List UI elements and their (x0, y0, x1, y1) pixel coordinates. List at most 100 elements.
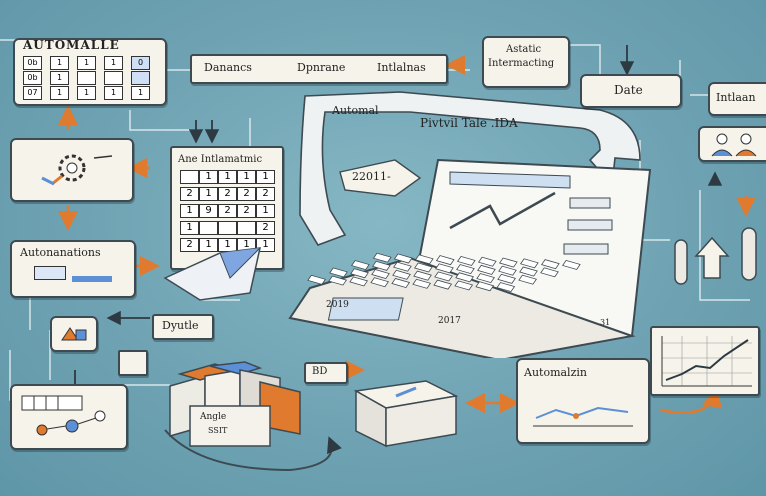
automalle-title: AUTOMALLE (23, 38, 120, 52)
automations-bar (72, 276, 112, 282)
gear-icon (41, 154, 113, 186)
up-arrow-block (694, 236, 730, 279)
automalzin-chart (533, 406, 633, 427)
keyboard-key (393, 261, 412, 272)
keyboard-key (412, 278, 432, 289)
keyboard-key (392, 269, 411, 280)
automal-label: Automal (332, 104, 379, 117)
intlaan-label: Intlaan (716, 91, 756, 104)
keyboard-key (329, 267, 348, 278)
number-31-label: 31 (600, 318, 611, 327)
cylinder-chart (169, 361, 301, 447)
calendar-cell: 0b (23, 71, 42, 85)
calendar-cell (104, 71, 123, 85)
angle-label: Angle (200, 412, 227, 422)
label-strip: Danancs Dpnrane Intlalnas (190, 54, 448, 84)
keyboard-key (456, 264, 475, 275)
bd-tag: BD (304, 362, 348, 384)
year-2019-label: 2019 (326, 300, 349, 310)
keyboard-key (372, 260, 391, 271)
people-icon (711, 133, 757, 157)
calendar-cell: 0b (23, 56, 42, 70)
intlaan-card: Intlaan (708, 82, 766, 116)
keyboard-key (372, 252, 392, 263)
keyboard-key (434, 271, 453, 282)
calendar-cell: 0 (131, 56, 150, 70)
calendar-cell: 1 (131, 86, 150, 100)
gear-card (10, 138, 134, 202)
automations-title: Autonanations (20, 246, 101, 259)
grid-cell: 2 (237, 204, 256, 218)
pivot-title: Pivtvil Tale .IDA (420, 116, 518, 130)
trend-chart (661, 336, 752, 387)
document-icon (118, 350, 148, 376)
automalzin-title: Automalzin (524, 366, 587, 379)
keyboard-key (518, 274, 537, 285)
keyboard-key (456, 255, 476, 266)
keyboard-key (349, 276, 369, 287)
calendar-cell (77, 71, 96, 85)
keyboard-key (496, 282, 516, 293)
date-label: Date (614, 83, 643, 97)
grid-cell: 1 (218, 170, 237, 184)
grid-cell: 1 (199, 187, 218, 201)
grid-cell (180, 170, 199, 184)
bd-label: BD (312, 366, 328, 377)
grid-cell: 2 (180, 187, 199, 201)
intlalnas-label: Intlalnas (377, 61, 426, 74)
keyboard-key (455, 272, 474, 283)
mini-icon (61, 327, 87, 341)
grid-cell: 2 (180, 238, 199, 252)
keyboard-key (371, 269, 390, 279)
trend-chart-card (650, 326, 760, 396)
keyboard-key (393, 253, 413, 264)
grid-cell: 1 (180, 221, 199, 235)
people-card (698, 126, 766, 162)
keyboard-key (475, 281, 495, 292)
intermacting-label: Intermacting (488, 58, 555, 69)
calendar-cell (131, 71, 150, 85)
astatic-label: Astatic (506, 44, 542, 55)
keyboard-key (351, 260, 370, 271)
keyboard-key (350, 268, 369, 279)
automations-field (34, 266, 66, 280)
grid-cell: 1 (199, 238, 218, 252)
keyboard-key (435, 263, 454, 274)
keyboard-key (413, 270, 432, 281)
astatic-card: Astatic Intermacting (482, 36, 570, 88)
folded-paper (163, 247, 261, 301)
grid-cell: 1 (256, 204, 275, 218)
dyutle-label: Dyutle (162, 319, 199, 332)
keyboard-key (454, 280, 474, 291)
keyboard-key (414, 262, 433, 273)
grid-cell: 9 (199, 204, 218, 218)
keyboard-key (307, 274, 326, 285)
mini-icon-card (50, 316, 98, 352)
grid-cell: 2 (218, 204, 237, 218)
grid-cell: 2 (256, 221, 275, 235)
keyboard-key (498, 257, 518, 268)
keyboard-key (414, 254, 434, 265)
date-card: Date (580, 74, 682, 108)
keyboard-key (562, 259, 581, 270)
keyboard-key (370, 277, 390, 288)
node-graph-icon (21, 395, 106, 436)
keyboard-key (498, 265, 517, 276)
automations-card: Autonanations (10, 240, 136, 298)
grid-cell: 2 (237, 187, 256, 201)
keyboard-key (476, 273, 495, 284)
grid-cell: 1 (256, 238, 275, 252)
grid-cell: 2 (218, 187, 237, 201)
keyboard-key (519, 266, 538, 277)
calendar-cell: 1 (77, 86, 96, 100)
laptop (288, 158, 652, 358)
calendar-cell: 1 (50, 86, 69, 100)
keyboard-key (328, 275, 348, 286)
grid-cell: 1 (180, 204, 199, 218)
grid-cell (237, 221, 256, 235)
keyboard-key (477, 264, 496, 275)
grid-cell: 1 (199, 170, 218, 184)
ssit-label: SSIT (208, 426, 228, 435)
